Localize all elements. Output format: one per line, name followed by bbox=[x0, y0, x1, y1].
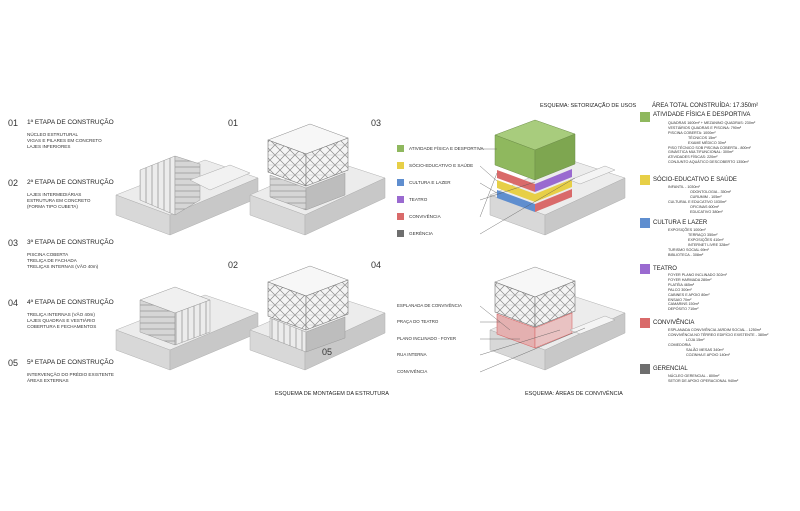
conv-label-1: ESPLANADA DE CONVIVÊNCIA bbox=[397, 303, 462, 308]
step-4-title: 4ª ETAPA DE CONSTRUÇÃO bbox=[27, 299, 114, 306]
conv-label-2: PRAÇA DO TEATRO bbox=[397, 319, 439, 324]
step-1-title: 1ª ETAPA DE CONSTRUÇÃO bbox=[27, 119, 114, 126]
site-model-3 bbox=[115, 286, 259, 371]
step-3-number: 03 bbox=[8, 238, 19, 248]
legend-swatch-5 bbox=[397, 213, 404, 220]
legend-swatch-3 bbox=[397, 179, 404, 186]
step-5-number: 05 bbox=[8, 358, 19, 368]
site-model-4 bbox=[249, 265, 386, 371]
site-model-1 bbox=[115, 155, 259, 236]
step-1-number: 01 bbox=[8, 118, 19, 128]
diagram-number-01: 01 bbox=[228, 118, 239, 128]
legend-item-6: GERÊNCIA bbox=[409, 231, 433, 236]
area-title-4: TEATRO bbox=[653, 266, 677, 272]
legend-item-5: CONVIVÊNCIA bbox=[409, 214, 441, 219]
convivencia-model bbox=[489, 266, 626, 371]
area-title-1: ATIVIDADE FÍSICA E DESPORTIVA bbox=[653, 112, 751, 118]
area-swatch-3 bbox=[640, 218, 650, 228]
diagram-number-02: 02 bbox=[228, 260, 239, 270]
area-swatch-6 bbox=[640, 364, 650, 374]
conv-label-4: RUA INTERNA bbox=[397, 352, 427, 357]
legend-item-1: ATIVIDADE FÍSICA E DESPORTIVA bbox=[409, 146, 484, 151]
step-2-list: LAJES INTERMEDIÁRIAS ESTRUTURA EM CONCRE… bbox=[27, 192, 91, 210]
sectorization-leaders bbox=[479, 148, 576, 235]
legend-swatch-2 bbox=[397, 162, 404, 169]
area-total: ÁREA TOTAL CONSTRUÍDA: 17.350m² bbox=[652, 103, 759, 109]
area-swatch-1 bbox=[640, 112, 650, 122]
convivencia-leaders bbox=[479, 305, 586, 373]
legend-item-2: SÓCIO-EDUCATIVO E SAÚDE bbox=[409, 163, 474, 168]
step-4-number: 04 bbox=[8, 298, 19, 308]
step-3-list: PISCINA COBERTA TRELIÇA DE FACHADA TRELI… bbox=[27, 252, 99, 270]
step-5-list: INTERVENÇÃO DO PRÉDIO EXISTENTE ÁREAS EX… bbox=[27, 372, 114, 384]
area-title-3: CULTURA E LAZER bbox=[653, 220, 708, 226]
diagram-number-03: 03 bbox=[371, 118, 382, 128]
step-5-title: 5ª ETAPA DE CONSTRUÇÃO bbox=[27, 359, 114, 366]
diagram-number-05: 05 bbox=[322, 347, 333, 357]
diagram-number-04: 04 bbox=[371, 260, 382, 270]
area-lines-6: NÚCLEO GERENCIAL - 800m² SETOR DE APOIO … bbox=[668, 374, 739, 383]
legend-item-4: TEATRO bbox=[409, 197, 428, 202]
step-2-title: 2ª ETAPA DE CONSTRUÇÃO bbox=[27, 179, 114, 186]
step-2-number: 02 bbox=[8, 178, 19, 188]
conv-label-5: CONVIVÊNCIA bbox=[397, 369, 428, 374]
area-lines-4: FOYER PLANO INCLINADO 302m² FOYER HARMAD… bbox=[668, 273, 727, 312]
legend-swatch-4 bbox=[397, 196, 404, 203]
caption-setorizacao: ESQUEMA: SETORIZAÇÃO DE USOS bbox=[540, 103, 637, 109]
area-title-5: CONVIVÊNCIA bbox=[653, 320, 695, 326]
conv-label-3: PLANO INCLINADO - FOYER bbox=[397, 336, 457, 341]
area-swatch-4 bbox=[640, 264, 650, 274]
area-lines-3: EXPOSIÇÕES 1000m² TERRAÇO 350m² EXPOSIÇÕ… bbox=[668, 228, 730, 257]
legend-item-3: CULTURA E LAZER bbox=[409, 180, 451, 185]
area-swatch-5 bbox=[640, 318, 650, 328]
site-model-2 bbox=[249, 123, 386, 236]
caption-montagem: ESQUEMA DE MONTAGEM DA ESTRUTURA bbox=[275, 391, 389, 397]
area-lines-5: ESPLANADA CONVIVÊNCIA JARDIM SOCIAL - 12… bbox=[668, 328, 769, 357]
area-swatch-2 bbox=[640, 175, 650, 185]
step-4-list: TRELIÇA INTERNAS (VÃO 40m) LAJES QUADRAS… bbox=[27, 312, 97, 330]
caption-convivencia: ESQUEMA: ÁREAS DE CONVIVÊNCIA bbox=[525, 391, 623, 397]
area-lines-1: QUADRAS 1600m² + MEZANINO QUADRAS: 230m²… bbox=[668, 121, 756, 165]
area-lines-2: INFANTIL - 1030m² ODONTOLOGIA - 350m² CU… bbox=[668, 185, 731, 214]
legend-swatch-1 bbox=[397, 145, 404, 152]
area-title-6: GERENCIAL bbox=[653, 366, 688, 372]
area-title-2: SÓCIO-EDUCATIVO E SAÚDE bbox=[653, 177, 737, 183]
sectorization-model bbox=[489, 119, 626, 236]
step-3-title: 3ª ETAPA DE CONSTRUÇÃO bbox=[27, 239, 114, 246]
legend-swatch-6 bbox=[397, 230, 404, 237]
step-1-list: NÚCLEO ESTRUTURAL VIGAS E PILARES EM CON… bbox=[27, 132, 102, 150]
